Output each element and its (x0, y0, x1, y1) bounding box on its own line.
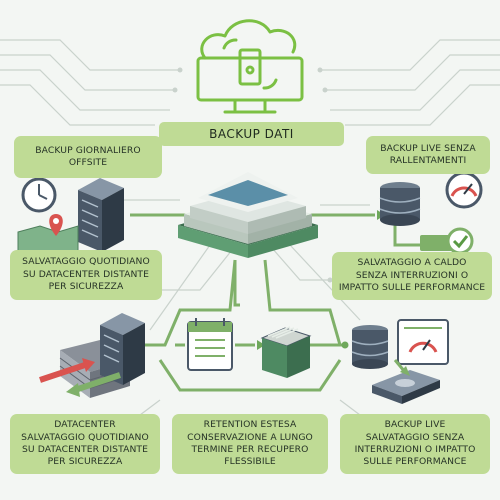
box-bottom-right-line-3: INTERRUZIONI O IMPATTO (354, 444, 476, 455)
stopwatch-icon (21, 174, 57, 213)
box-mid-right: SALVATAGGIO A CALDO SENZA INTERRUZIONI O… (332, 252, 492, 300)
box-bottom-left-line-1: DATACENTER (54, 419, 116, 431)
box-bottom-left-line-2: SALVATAGGIO QUOTIDIANO (21, 431, 149, 443)
check-icon (420, 227, 474, 255)
box-top-left: BACKUP GIORNALIERO OFFSITE (14, 136, 162, 178)
cloud-monitor-icon (196, 19, 304, 114)
box-bottom-center: RETENTION ESTESA CONSERVAZIONE A LUNGO T… (172, 414, 328, 474)
box-mid-right-line-2: SENZA INTERRUZIONI O (355, 269, 469, 281)
central-storage-node-icon (178, 172, 318, 258)
box-mid-left: SALVATAGGIO QUOTIDIANO SU DATACENTER DIS… (10, 250, 162, 300)
box-bottom-left-line-3: SU DATACENTER DISTANTE (21, 444, 149, 455)
box-mid-left-line-2: SU DATACENTER DISTANTE (22, 268, 150, 280)
box-top-left-line-2: OFFSITE (68, 157, 108, 168)
page-title: BACKUP DATI (159, 122, 344, 146)
box-bottom-center-line-2: CONSERVAZIONE A LUNGO (187, 431, 313, 443)
box-mid-left-line-1: SALVATAGGIO QUOTIDIANO (22, 256, 150, 268)
box-bottom-left-line-4: PER SICUREZZA (47, 456, 123, 468)
box-top-left-line-1: BACKUP GIORNALIERO (35, 144, 141, 156)
box-mid-left-line-3: PER SICUREZZA (48, 281, 124, 293)
box-top-right-line-2: RALLENTAMENTI (389, 155, 467, 166)
box-mid-right-line-3: IMPATTO SULLE PERFORMANCE (338, 282, 486, 294)
speed-gauge-icon (445, 171, 483, 209)
box-bottom-right-line-4: SULLE PERFORMANCE (363, 456, 467, 468)
box-bottom-right: BACKUP LIVE SALVATAGGIO SENZA INTERRUZIO… (340, 414, 490, 474)
box-bottom-left: DATACENTER SALVATAGGIO QUOTIDIANO SU DAT… (10, 414, 160, 474)
box-bottom-center-line-3: TERMINE PER RECUPERO (191, 444, 309, 455)
calendar-icon (187, 318, 233, 371)
box-bottom-right-line-2: SALVATAGGIO SENZA (365, 431, 465, 443)
server-rack-icon (78, 178, 124, 252)
box-top-right: BACKUP LIVE SENZA RALLENTAMENTI (366, 136, 490, 174)
database-icon-2 (351, 325, 389, 369)
hard-drive-icon (372, 359, 440, 404)
flow-lines (130, 213, 420, 392)
box-top-right-line-1: BACKUP LIVE SENZA (380, 142, 476, 154)
box-bottom-center-line-1: RETENTION ESTESA (203, 419, 297, 431)
server-rack-icon-2 (100, 313, 145, 385)
transfer-arrows-icon (39, 358, 121, 397)
box-mid-right-line-1: SALVATAGGIO A CALDO (357, 257, 467, 269)
archive-box-icon (260, 326, 312, 378)
database-icon (379, 182, 421, 226)
box-bottom-center-line-4: FLESSIBILE (224, 456, 276, 468)
box-bottom-right-line-1: BACKUP LIVE (384, 419, 446, 431)
dashboard-icon (397, 319, 449, 365)
circuit-lines (0, 39, 500, 416)
